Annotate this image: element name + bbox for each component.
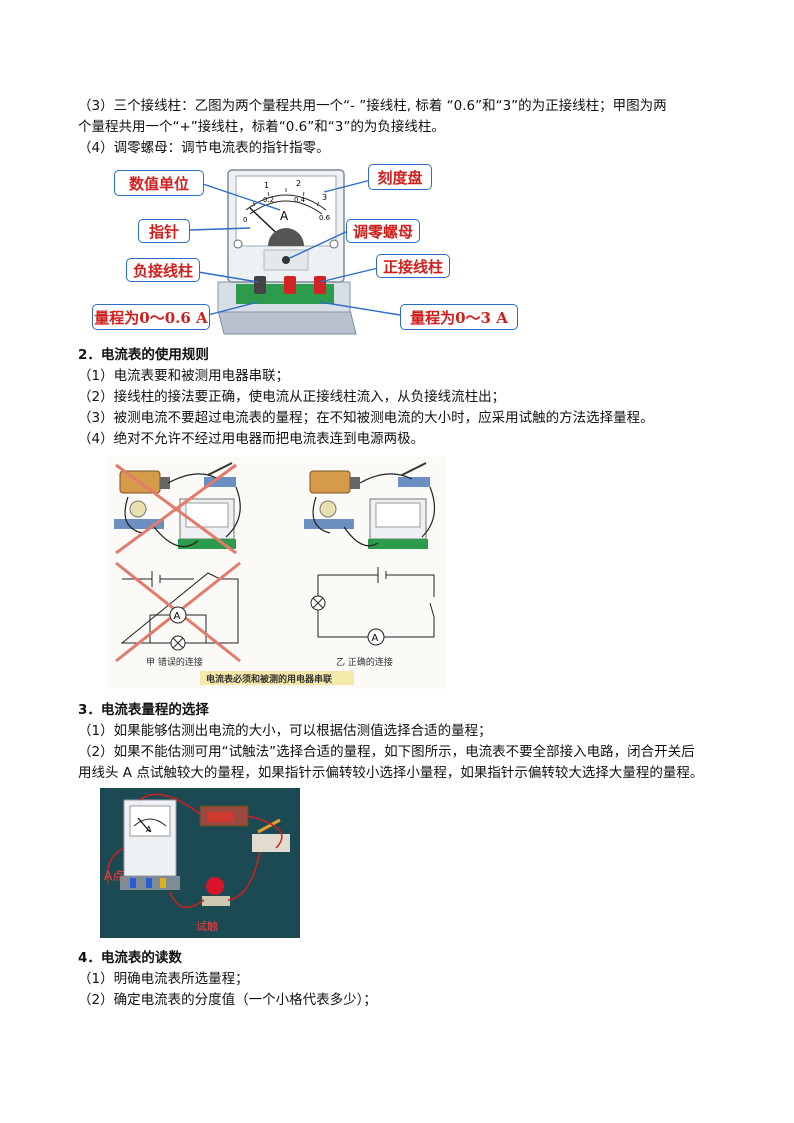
correct-meter-symbol: A (372, 633, 379, 644)
caption-correct: 乙 正确的连接 (336, 656, 393, 668)
ammeter-diagram: 1 2 3 0 0.2 0.4 0.6 A 数值单位 刻度盘 指针 调 (88, 162, 523, 338)
reading-step-1: （1）明确电流表所选量程； (78, 971, 249, 987)
label-negative-terminal: 负接线柱 (126, 258, 200, 282)
section-2-title: 2．电流表的使用规则 (78, 347, 209, 363)
scale-top-1: 1 (264, 181, 269, 190)
unit-symbol-a: A (280, 209, 289, 223)
label-zero-nut: 调零螺母 (346, 219, 420, 243)
reading-step-2: （2）确定电流表的分度值（一个小格代表多少）； (78, 992, 377, 1008)
rule-4: （4）绝对不允许不经过用电器而把电流表连到电源两极。 (78, 431, 425, 447)
wrong-meter-symbol: A (174, 611, 181, 622)
paragraph-terminals-line1: （3）三个接线柱：乙图为两个量程共用一个“- ”接线柱, 标着 “0.6”和“3… (78, 98, 667, 114)
scale-top-2: 2 (296, 179, 301, 188)
correct-circuit (317, 567, 435, 638)
paragraph-zero-nut: （4）调零螺母：调节电流表的指针指零。 (78, 140, 330, 156)
section-3-title: 3．电流表量程的选择 (78, 702, 209, 718)
label-range-0-0.6a: 量程为0～0.6 A (92, 304, 210, 330)
caption-banner: 电流表必须和被测的用电器串联 (206, 673, 333, 685)
paragraph-terminals-line2: 个量程共用一个“+”接线柱，标着“0.6”和“3”的为负接线柱。 (78, 119, 445, 135)
series-connection-figure: A A 甲 错误的连接 乙 正确的连接 电流表必须和被测的用电器串联 (108, 457, 446, 689)
scale-top-3: 3 (322, 193, 327, 202)
rule-1: （1）电流表要和被测用电器串联； (78, 368, 290, 384)
scale-bottom-0: 0 (243, 216, 247, 224)
ammeter-illustration: 1 2 3 0 0.2 0.4 0.6 A (189, 169, 401, 335)
trial-touch-illustration: A A点 试触 (104, 793, 290, 933)
label-numeric-unit: 数值单位 (114, 170, 204, 196)
caption-wrong: 甲 错误的连接 (146, 656, 203, 668)
label-point-a: A点 (104, 869, 124, 883)
trial-meter-symbol: A (146, 825, 152, 834)
label-dial: 刻度盘 (368, 164, 432, 190)
range-paragraph-2-line1: （2）如果不能估测可用“试触法”选择合适的量程，如下图所示，电流表不要全部接入电… (78, 744, 695, 760)
rule-3: （3）被测电流不要超过电流表的量程；在不知被测电流的大小时，应采用试触的方法选择… (78, 410, 654, 426)
wrong-apparatus (114, 462, 241, 555)
series-connection-illustration: A A 甲 错误的连接 乙 正确的连接 电流表必须和被测的用电器串联 (114, 462, 436, 685)
rule-2: （2）接线柱的接法要正确，使电流从正接线柱流入，从负接线流柱出； (78, 389, 506, 405)
label-needle: 指针 (138, 219, 190, 243)
correct-apparatus (304, 462, 436, 549)
scale-bottom-0.2: 0.2 (263, 196, 274, 204)
trial-touch-figure: A A点 试触 (100, 788, 300, 938)
range-paragraph-2-line2: 用线头 A 点试触较大的量程，如果指针示偏转较小选择小量程，如果指针示偏转较大选… (78, 765, 704, 781)
label-range-0-3a: 量程为0～3 A (400, 304, 518, 330)
range-paragraph-1: （1）如果能够估测出电流的大小，可以根据估测值选择合适的量程； (78, 723, 492, 739)
scale-bottom-0.6: 0.6 (319, 214, 331, 222)
section-4-title: 4．电流表的读数 (78, 950, 182, 966)
label-trial-touch: 试触 (196, 919, 218, 933)
label-positive-terminal: 正接线柱 (376, 254, 450, 278)
scale-bottom-0.4: 0.4 (294, 196, 306, 204)
